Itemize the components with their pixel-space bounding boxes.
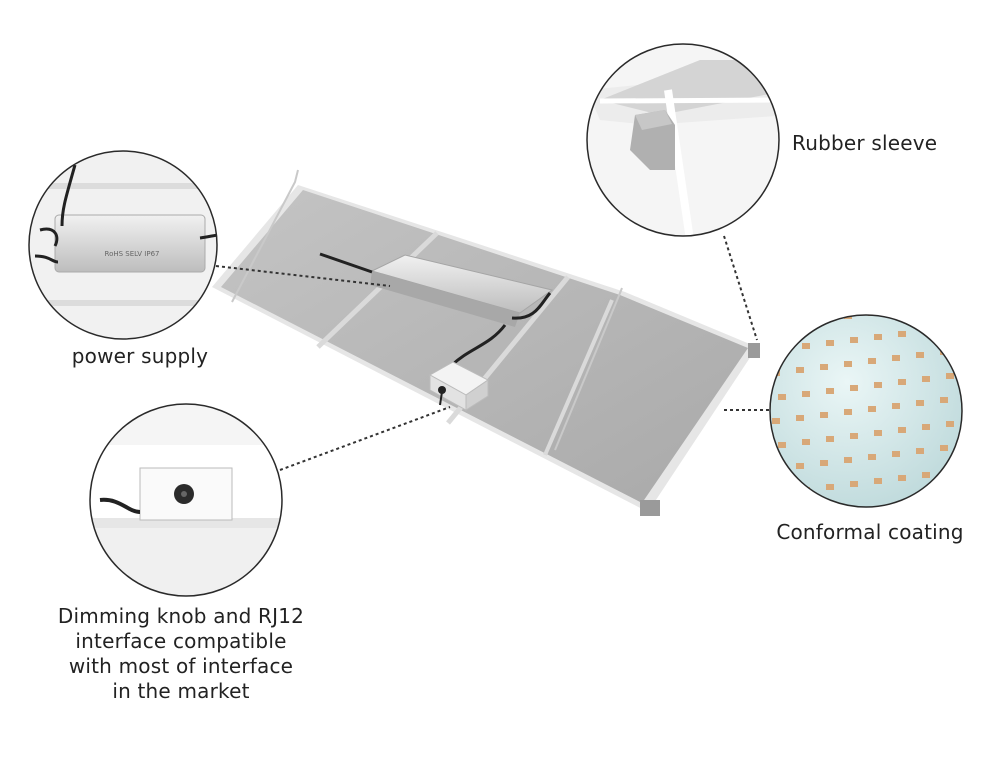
dimming-knob-detail-circle [89, 403, 283, 597]
led-chip [772, 418, 780, 424]
led-chip [796, 463, 804, 469]
led-chip [850, 433, 858, 439]
dimmer-box [428, 361, 489, 411]
led-chip [892, 451, 900, 457]
led-chip [820, 460, 828, 466]
led-chip [796, 415, 804, 421]
led-chip [778, 490, 786, 496]
dimming-label-line: Dimming knob and RJ12 [57, 604, 305, 628]
led-chip [946, 373, 954, 379]
led-chip [964, 346, 972, 352]
led-chip [940, 445, 948, 451]
led-chip [892, 355, 900, 361]
led-chip [898, 475, 906, 481]
led-chip [826, 340, 834, 346]
led-chip [826, 436, 834, 442]
led-chip [970, 370, 978, 376]
led-chip [946, 325, 954, 331]
led-chip [778, 346, 786, 352]
led-chip [898, 331, 906, 337]
rubber-sleeve-label: Rubber sleeve [792, 131, 938, 155]
led-chip [922, 424, 930, 430]
led-chip [796, 319, 804, 325]
led-chip [970, 418, 978, 424]
led-chip [874, 430, 882, 436]
led-chip [916, 352, 924, 358]
led-chip [964, 442, 972, 448]
conformal-coating-label: Conformal coating [776, 520, 964, 544]
power-supply-detail-circle: RoHS SELV IP67 [28, 150, 218, 340]
led-chip [820, 412, 828, 418]
led-chip [844, 457, 852, 463]
led-chip [916, 400, 924, 406]
led-chip [778, 442, 786, 448]
dimming-label-line: interface compatible [75, 629, 287, 653]
led-chip [772, 466, 780, 472]
led-chip [874, 478, 882, 484]
led-chip [772, 322, 780, 328]
led-chip [892, 403, 900, 409]
led-chip [922, 376, 930, 382]
led-chip [868, 454, 876, 460]
dimming-label-line: with most of interface [68, 654, 294, 678]
led-chip [850, 337, 858, 343]
led-chip [874, 334, 882, 340]
led-chip [868, 358, 876, 364]
led-chip [868, 406, 876, 412]
led-chip [850, 385, 858, 391]
led-chip [802, 343, 810, 349]
led-chip [796, 367, 804, 373]
led-chip [898, 427, 906, 433]
led-chip [802, 391, 810, 397]
conformal-coating-detail-circle [769, 298, 978, 508]
driver-box [319, 252, 554, 367]
led-chip [802, 439, 810, 445]
led-chip [940, 397, 948, 403]
rubber-sleeve-detail-circle [586, 43, 780, 237]
led-chip [940, 301, 948, 307]
grow-light-panel [212, 169, 760, 516]
led-chip [874, 382, 882, 388]
led-chip [898, 379, 906, 385]
driver-rating-label: RoHS SELV IP67 [105, 250, 160, 258]
led-chip [970, 322, 978, 328]
led-chip [778, 394, 786, 400]
led-chip [820, 364, 828, 370]
led-chip [820, 316, 828, 322]
dimming-knob-label: Dimming knob and RJ12 interface compatib… [40, 604, 322, 704]
led-chip [826, 388, 834, 394]
led-chip [946, 421, 954, 427]
led-chip [922, 472, 930, 478]
dimming-label-line: in the market [112, 679, 250, 703]
led-chip [892, 307, 900, 313]
callout-connectors [215, 235, 770, 471]
led-chip [844, 361, 852, 367]
led-chip [916, 304, 924, 310]
led-chip [964, 298, 972, 304]
power-supply-label: power supply [71, 344, 209, 368]
led-chip [916, 448, 924, 454]
led-chip [844, 409, 852, 415]
led-chip [826, 484, 834, 490]
led-chip [946, 469, 954, 475]
led-chip [970, 466, 978, 472]
led-chip [964, 394, 972, 400]
led-chip [850, 481, 858, 487]
